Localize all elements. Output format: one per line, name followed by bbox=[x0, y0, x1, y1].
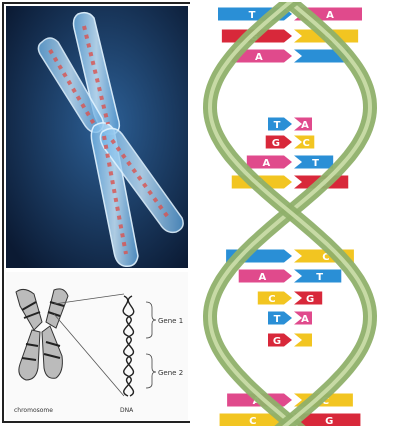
base-letter-left: A bbox=[255, 52, 263, 63]
chromosome-to-dna-sketch: Gene 1 Gene 2 chromosome DNA bbox=[6, 272, 188, 420]
base-letter-right: C bbox=[302, 138, 309, 149]
chromosome-illustration bbox=[6, 6, 188, 268]
base-letter-left: A bbox=[258, 272, 266, 283]
base-letter-left: T bbox=[249, 10, 256, 21]
base-letter-right: G bbox=[325, 416, 333, 426]
sketch-chromosome bbox=[16, 289, 68, 380]
chromosome-photo-panel bbox=[6, 6, 188, 268]
gene-2-label: Gene 2 bbox=[158, 369, 183, 377]
base-pair: G bbox=[268, 334, 312, 348]
base-letter-right: T bbox=[312, 158, 319, 169]
base-letter-left: C bbox=[249, 416, 256, 426]
base-letter-left: C bbox=[268, 294, 275, 305]
base-letter-right: G bbox=[306, 294, 314, 305]
gene-1-label: Gene 1 bbox=[158, 317, 183, 325]
base-letter-right: T bbox=[316, 272, 323, 283]
chromosome-caption: chromosome bbox=[14, 407, 53, 414]
base-letter-left: G bbox=[273, 336, 281, 347]
zoom-lines bbox=[54, 294, 124, 396]
dna-caption: DNA bbox=[120, 407, 134, 414]
base-letter-right: A bbox=[301, 120, 309, 131]
base-letter-left: G bbox=[272, 138, 280, 149]
base-letter-right: A bbox=[301, 314, 309, 325]
gene-brackets bbox=[146, 302, 156, 388]
karyotype-diagram: Gene 1 Gene 2 chromosome DNA bbox=[6, 272, 188, 420]
base-letter-left: T bbox=[274, 120, 281, 131]
base-letter-right: A bbox=[326, 10, 334, 21]
base-right bbox=[294, 334, 312, 347]
base-letter-left: A bbox=[263, 158, 271, 169]
helix-backbone bbox=[210, 2, 370, 426]
sketch-dna-coil bbox=[123, 296, 134, 396]
base-pair: A bbox=[232, 50, 348, 64]
base-letter-left: T bbox=[274, 314, 281, 325]
